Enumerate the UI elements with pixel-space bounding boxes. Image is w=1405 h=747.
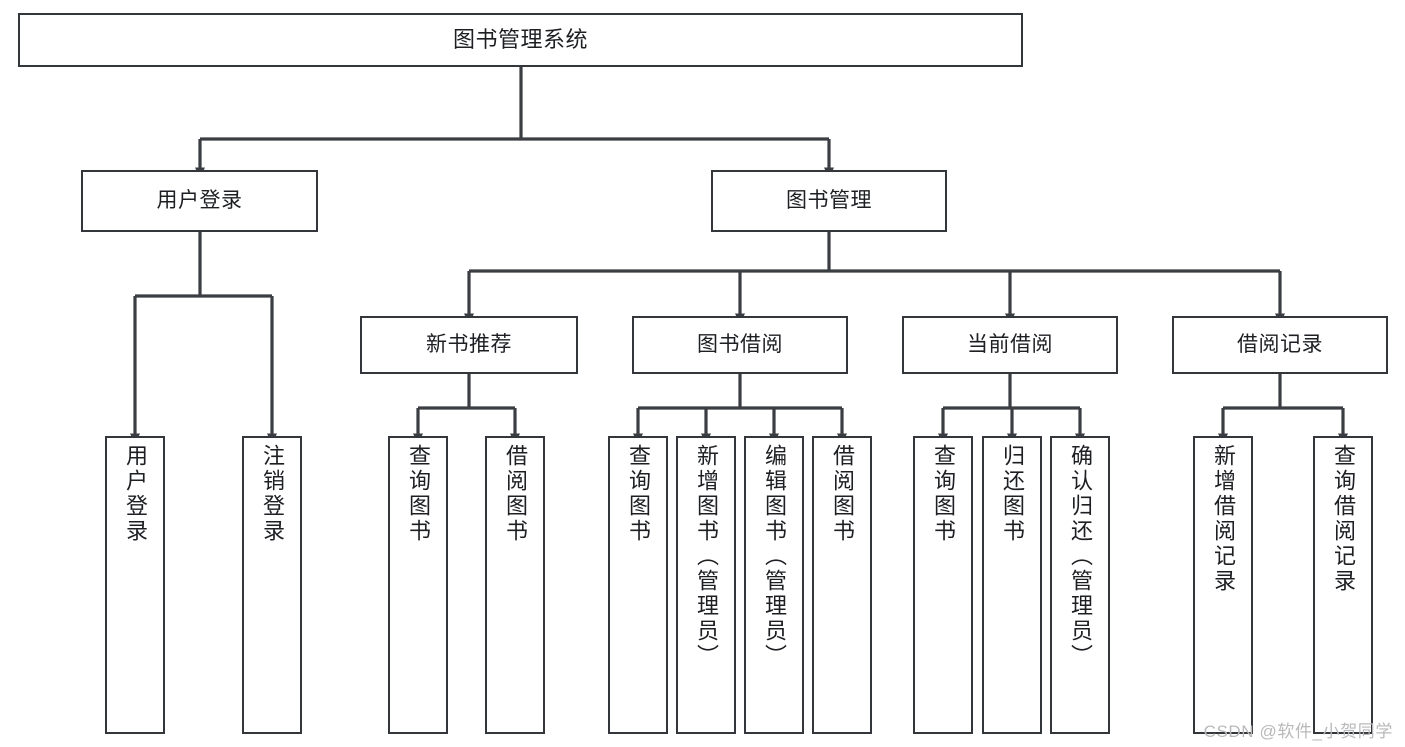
node-borrow-record[interactable]: 借阅记录	[1172, 316, 1388, 374]
tree-edges	[130, 67, 1348, 445]
node-leaf-borrow-1[interactable]: 借阅图书	[485, 436, 545, 734]
node-leaf-add-rec[interactable]: 新增借阅记录	[1193, 436, 1253, 734]
node-label: 查询图书	[406, 444, 431, 544]
node-leaf-query-rec[interactable]: 查询借阅记录	[1313, 436, 1373, 734]
node-leaf-query-2[interactable]: 查询图书	[608, 436, 668, 734]
node-label: 新增图书（管理员）	[694, 444, 719, 669]
node-label: 归还图书	[1000, 444, 1025, 544]
node-label: 用户登录	[156, 189, 243, 213]
node-user-login[interactable]: 用户登录	[81, 170, 318, 232]
node-label: 用户登录	[123, 444, 148, 544]
node-root[interactable]: 图书管理系统	[18, 13, 1023, 67]
node-label: 注销登录	[260, 444, 285, 544]
node-book-mgmt[interactable]: 图书管理	[711, 170, 947, 232]
node-leaf-borrow-2[interactable]: 借阅图书	[812, 436, 872, 734]
node-leaf-confirm[interactable]: 确认归还（管理员）	[1050, 436, 1110, 734]
node-leaf-query-1[interactable]: 查询图书	[388, 436, 448, 734]
node-new-book-rec[interactable]: 新书推荐	[360, 316, 578, 374]
node-leaf-add-book[interactable]: 新增图书（管理员）	[676, 436, 736, 734]
node-label: 借阅记录	[1237, 333, 1323, 357]
node-leaf-user-login[interactable]: 用户登录	[105, 436, 165, 734]
node-label: 新增借阅记录	[1211, 444, 1236, 594]
node-label: 确认归还（管理员）	[1068, 444, 1093, 669]
node-label: 图书管理	[786, 189, 872, 213]
node-label: 查询图书	[931, 444, 956, 544]
node-label: 新书推荐	[426, 333, 512, 357]
csdn-watermark: CSDN @软件_小贺同学	[1203, 722, 1393, 741]
node-leaf-logout[interactable]: 注销登录	[242, 436, 302, 734]
node-label: 图书管理系统	[452, 26, 588, 52]
node-label: 查询图书	[626, 444, 651, 544]
node-leaf-edit-book[interactable]: 编辑图书（管理员）	[744, 436, 804, 734]
node-label: 图书借阅	[697, 333, 783, 357]
node-label: 借阅图书	[830, 444, 855, 544]
node-leaf-query-3[interactable]: 查询图书	[913, 436, 973, 734]
node-book-borrow[interactable]: 图书借阅	[632, 316, 848, 374]
node-label: 编辑图书（管理员）	[762, 444, 787, 669]
node-label: 当前借阅	[967, 333, 1053, 357]
node-label: 查询借阅记录	[1331, 444, 1356, 594]
node-leaf-return[interactable]: 归还图书	[982, 436, 1042, 734]
node-current-borrow[interactable]: 当前借阅	[902, 316, 1118, 374]
node-label: 借阅图书	[503, 444, 528, 544]
